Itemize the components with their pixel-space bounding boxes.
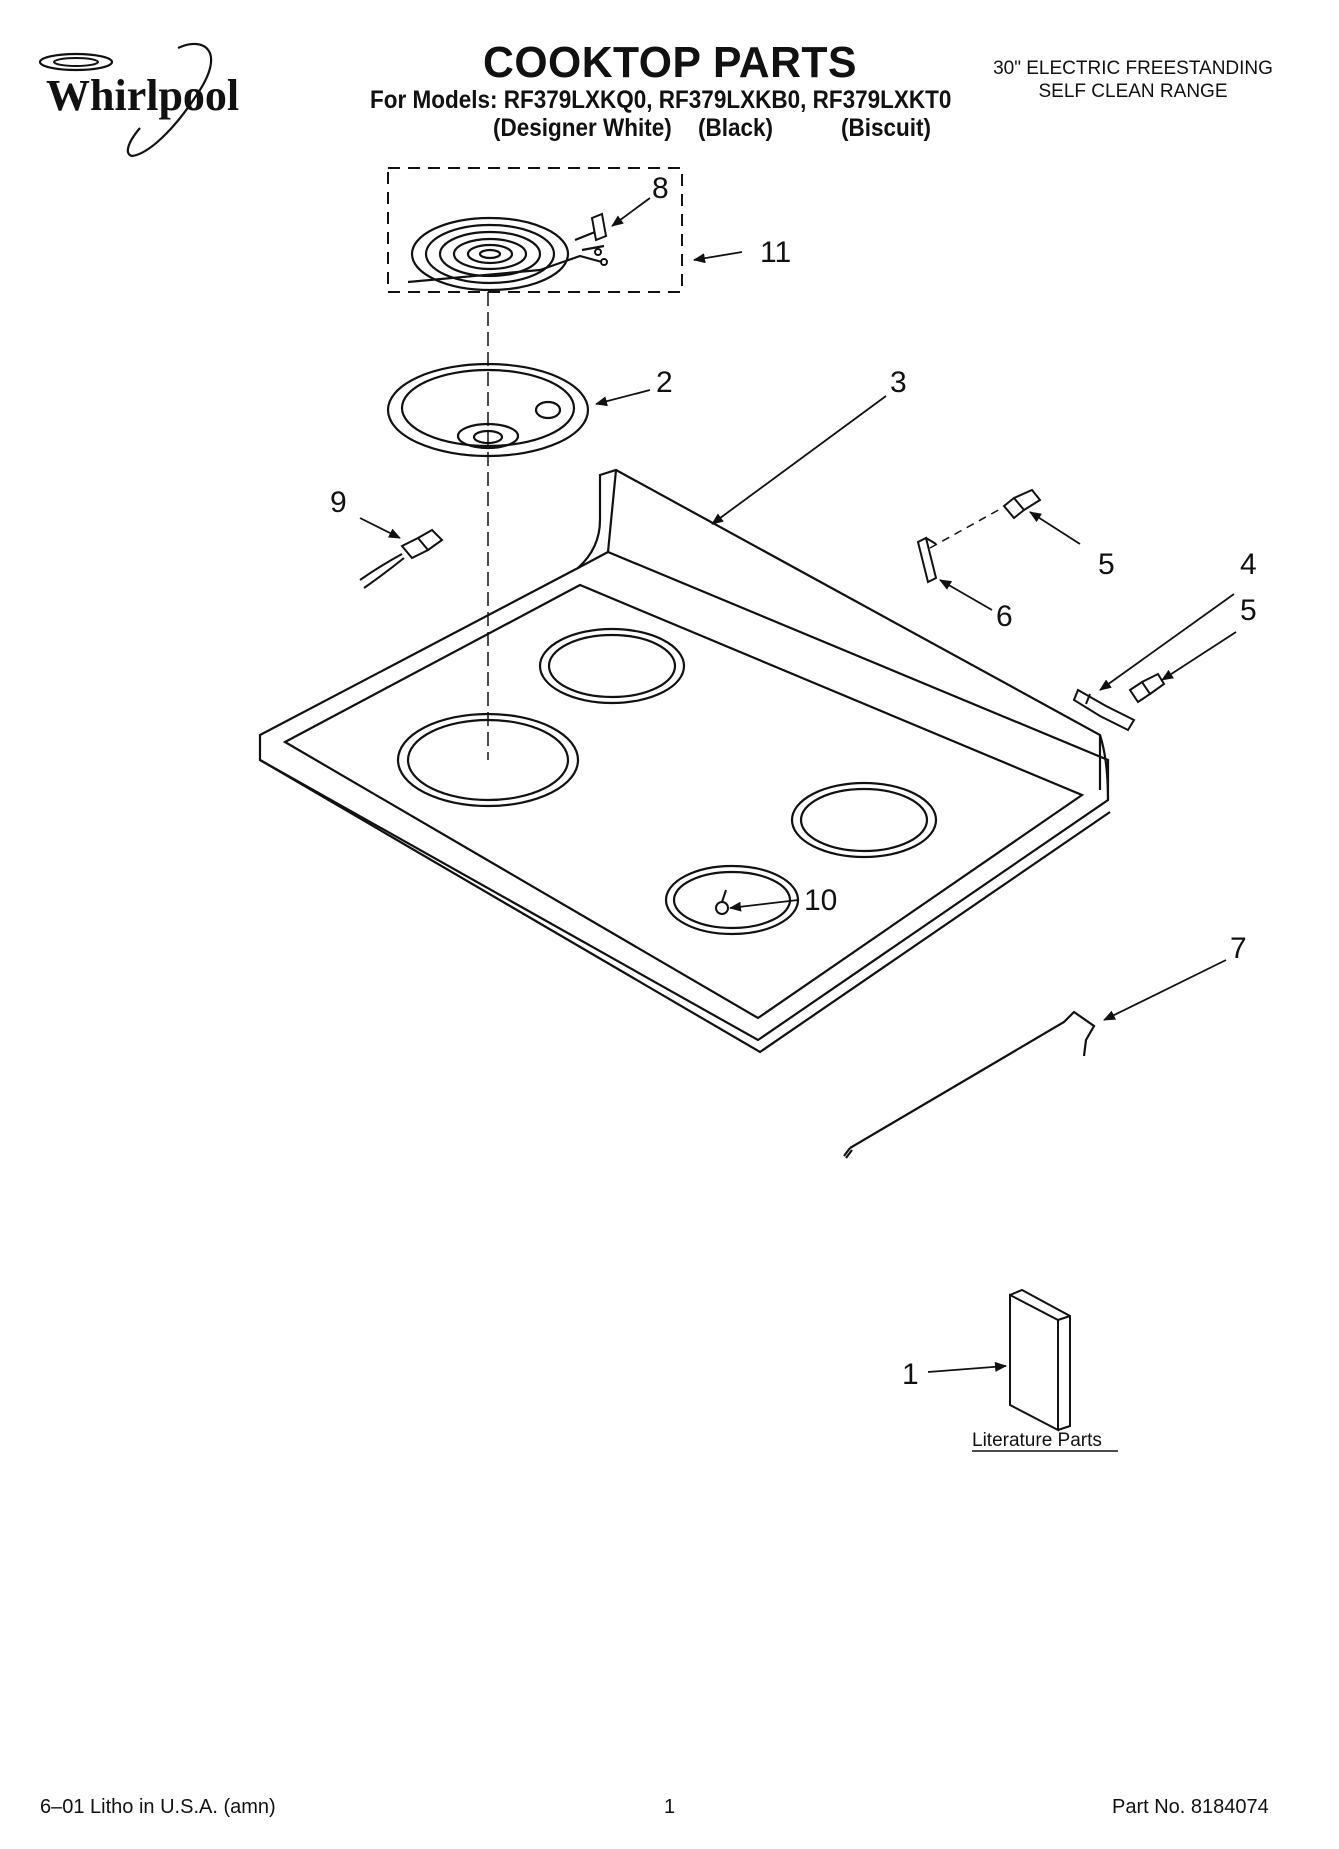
leader-9 xyxy=(359,517,401,539)
brand-logo-text: Whirlpool xyxy=(46,71,239,120)
callout-9: 9 xyxy=(330,486,347,519)
callout-2: 2 xyxy=(656,366,673,399)
terminal-block xyxy=(590,212,608,266)
callout-3: 3 xyxy=(890,366,907,399)
leader-2 xyxy=(595,389,651,407)
color-designer-white: (Designer White) xyxy=(493,114,672,142)
burner-opening-front-left xyxy=(396,712,580,808)
leader-6 xyxy=(939,579,993,611)
screw-lower xyxy=(1128,672,1166,704)
leader-10 xyxy=(729,899,799,912)
logo-swirl-inner xyxy=(53,57,99,67)
page-title: COOKTOP PARTS xyxy=(483,38,857,87)
burner-receptacle xyxy=(1072,688,1136,732)
literature-booklet xyxy=(1009,1288,1071,1432)
callout-11: 11 xyxy=(760,236,791,269)
whirlpool-logo: Whirlpool xyxy=(38,42,239,158)
footer-part-number: Part No. 8184074 xyxy=(1112,1796,1269,1818)
screw-upper xyxy=(1002,488,1042,520)
leader-11 xyxy=(693,251,743,264)
color-black: (Black) xyxy=(698,114,774,142)
logo-swoosh xyxy=(126,42,213,158)
leader-5-upper xyxy=(1029,511,1081,545)
logo-swirl-outer xyxy=(38,52,114,72)
callout-7: 7 xyxy=(1230,932,1247,965)
prop-rod xyxy=(843,1010,1096,1159)
color-biscuit: (Biscuit) xyxy=(841,114,931,142)
callout-4: 4 xyxy=(1240,548,1257,581)
bracket-clip xyxy=(916,536,938,584)
leader-5-lower xyxy=(1161,631,1237,681)
leader-3 xyxy=(711,395,887,525)
burner-opening-front-right xyxy=(664,864,800,936)
models-line: For Models: RF379LXKQ0, RF379LXKB0, RF37… xyxy=(370,86,952,114)
footer-print-info: 6–01 Litho in U.S.A. (amn) xyxy=(40,1796,276,1818)
callout-5-upper: 5 xyxy=(1098,548,1115,581)
wire-connector xyxy=(359,528,444,589)
range-type-line1: 30" ELECTRIC FREESTANDING xyxy=(993,58,1273,79)
leader-8 xyxy=(611,197,651,227)
callout-1: 1 xyxy=(902,1358,919,1391)
screw-alignment-line xyxy=(929,507,1003,549)
range-type-line2: SELF CLEAN RANGE xyxy=(1038,81,1228,102)
burner-opening-rear-right xyxy=(790,781,938,859)
screw-burner xyxy=(715,889,729,915)
surface-element-coil xyxy=(407,216,605,292)
burner-openings xyxy=(396,627,938,936)
callout-8: 8 xyxy=(652,172,669,205)
footer-page-number: 1 xyxy=(664,1796,676,1818)
callout-5-lower: 5 xyxy=(1240,594,1257,627)
leader-1 xyxy=(927,1361,1007,1373)
callout-6: 6 xyxy=(996,600,1013,633)
cooktop xyxy=(258,468,1111,1054)
leader-4 xyxy=(1099,593,1235,691)
exploded-diagram: 8 11 2 3 9 5 6 4 5 10 7 1 Literature Par… xyxy=(258,167,1257,1452)
literature-parts-label: Literature Parts xyxy=(972,1430,1102,1451)
element-assembly-dashed-box xyxy=(387,167,683,293)
callout-10: 10 xyxy=(804,884,837,917)
leader-7 xyxy=(1103,959,1227,1021)
burner-opening-rear-left xyxy=(538,627,686,705)
